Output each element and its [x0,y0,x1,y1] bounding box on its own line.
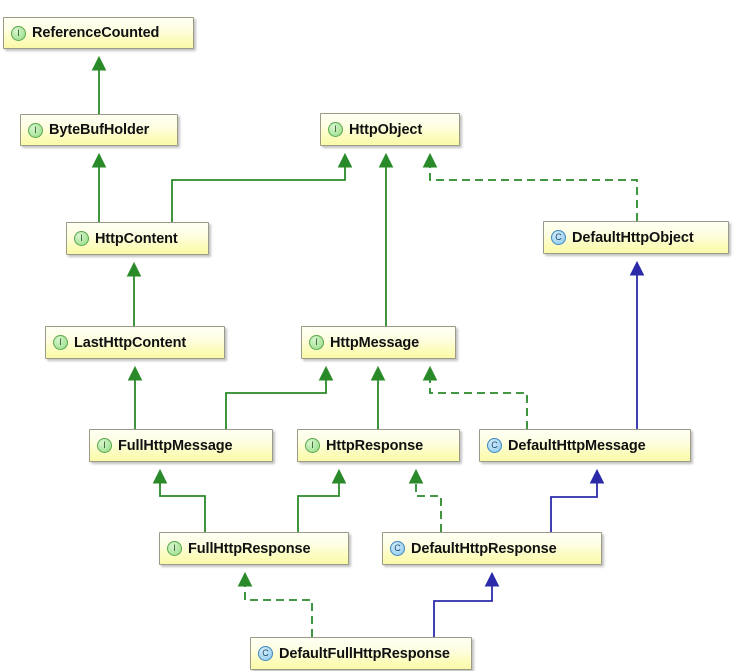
arrowhead-DefaultHttpMessage-DefaultHttpObject [629,260,645,276]
edge-DefaultHttpObject-HttpObject [429,165,638,221]
node-DefaultHttpObject[interactable]: C DefaultHttpObject [543,221,729,254]
class-icon: C [390,541,405,556]
node-ReferenceCounted[interactable]: I ReferenceCounted [3,17,194,49]
arrowhead-DefaultFullHttpResponse-DefaultHttpResponse [484,571,500,587]
interface-icon: I [11,25,26,41]
node-HttpContent[interactable]: I HttpContent [66,222,209,255]
node-label: DefaultFullHttpResponse [279,645,450,662]
arrowhead-HttpContent-HttpObject [337,152,353,168]
class-icon: C [551,230,566,245]
node-label: FullHttpMessage [118,437,233,454]
edge-DefaultHttpMessage-HttpMessage [429,378,528,429]
arrowhead-DefaultHttpResponse-DefaultHttpMessage [589,468,605,484]
node-FullHttpResponse[interactable]: I FullHttpResponse [159,532,349,565]
interface-icon: I [28,122,43,138]
edge-FullHttpMessage-HttpMessage [225,378,327,429]
edge-FullHttpResponse-HttpResponse [297,481,340,532]
node-label: HttpObject [349,121,423,138]
interface-icon: I [97,438,112,453]
arrowhead-LastHttpContent-HttpContent [126,261,142,277]
node-HttpMessage[interactable]: I HttpMessage [301,326,456,359]
arrowheads [91,55,645,587]
arrowhead-FullHttpResponse-HttpResponse [331,468,347,484]
node-label: ByteBufHolder [49,122,150,138]
arrowhead-ByteBufHolder-ReferenceCounted [91,55,107,71]
edge-DefaultHttpResponse-DefaultHttpMessage [550,481,598,532]
edge-DefaultFullHttpResponse-FullHttpResponse [244,584,313,637]
arrowhead-FullHttpMessage-HttpMessage [318,365,334,381]
interface-icon: I [328,122,343,137]
node-label: ReferenceCounted [32,25,160,41]
node-label: HttpMessage [330,334,420,351]
interface-icon: I [53,335,68,350]
edge-FullHttpResponse-FullHttpMessage [159,481,206,532]
inheritance-edges [98,68,638,637]
node-DefaultHttpMessage[interactable]: C DefaultHttpMessage [479,429,691,462]
arrowhead-DefaultFullHttpResponse-FullHttpResponse [237,571,253,587]
node-ByteBufHolder[interactable]: I ByteBufHolder [20,114,178,146]
arrowhead-DefaultHttpMessage-HttpMessage [422,365,438,381]
interface-icon: I [305,438,320,453]
arrowhead-DefaultHttpResponse-HttpResponse [408,468,424,484]
interface-icon: I [167,541,182,556]
edge-DefaultHttpResponse-HttpResponse [415,481,442,532]
interface-icon: I [74,231,89,246]
edge-DefaultFullHttpResponse-DefaultHttpResponse [433,584,493,637]
arrowhead-FullHttpResponse-FullHttpMessage [152,468,168,484]
node-label: HttpResponse [326,437,424,454]
node-label: FullHttpResponse [188,540,311,557]
arrowhead-HttpResponse-HttpMessage [370,365,386,381]
arrowhead-DefaultHttpObject-HttpObject [422,152,438,168]
node-label: DefaultHttpResponse [411,540,557,557]
node-FullHttpMessage[interactable]: I FullHttpMessage [89,429,273,462]
arrowhead-HttpMessage-HttpObject [378,152,394,168]
class-icon: C [258,646,273,661]
node-label: LastHttpContent [74,334,187,351]
arrowhead-HttpContent-ByteBufHolder [91,152,107,168]
class-icon: C [487,438,502,453]
node-label: DefaultHttpMessage [508,437,646,454]
node-DefaultHttpResponse[interactable]: C DefaultHttpResponse [382,532,602,565]
node-HttpResponse[interactable]: I HttpResponse [297,429,460,462]
node-LastHttpContent[interactable]: I LastHttpContent [45,326,225,359]
node-DefaultFullHttpResponse[interactable]: C DefaultFullHttpResponse [250,637,472,670]
edge-HttpContent-HttpObject [171,165,346,222]
node-label: HttpContent [95,230,178,247]
node-HttpObject[interactable]: I HttpObject [320,113,460,146]
node-label: DefaultHttpObject [572,229,694,246]
arrowhead-FullHttpMessage-LastHttpContent [127,365,143,381]
interface-icon: I [309,335,324,350]
